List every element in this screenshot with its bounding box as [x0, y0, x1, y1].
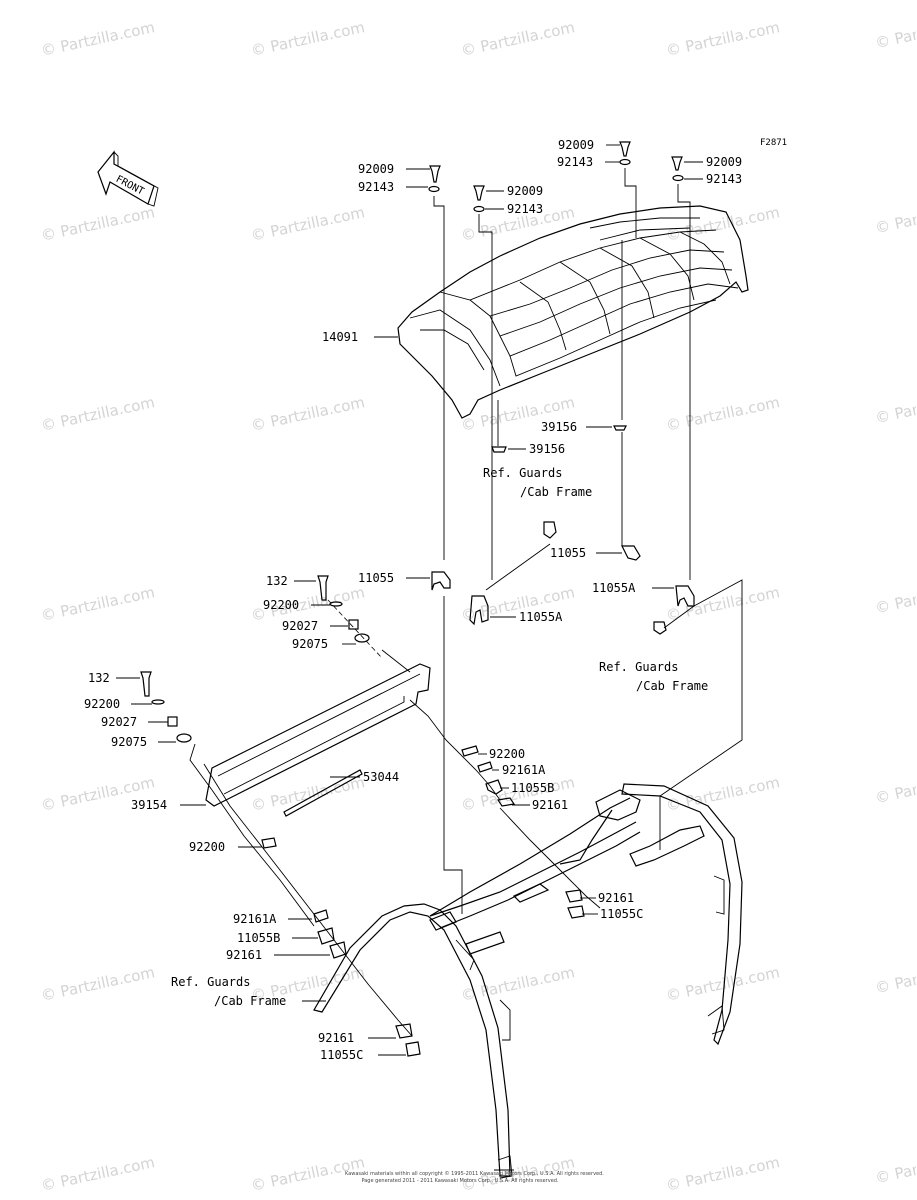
- part-label-14091: 14091: [322, 330, 359, 344]
- cab-frame: [313, 783, 743, 1179]
- part-label-92143: 92143: [507, 202, 544, 216]
- part-label-92161A: 92161A: [502, 763, 546, 777]
- part-label-92200: 92200: [489, 747, 526, 761]
- cab-frame-label: /Cab Frame: [214, 994, 287, 1008]
- ref-guards-label: Ref. Guards: [599, 660, 679, 674]
- part-label-92200: 92200: [84, 697, 121, 711]
- part-label-11055: 11055: [358, 571, 395, 585]
- part-label-92009: 92009: [558, 138, 595, 152]
- front-arrow-icon: [97, 150, 159, 207]
- part-label-39156: 39156: [529, 442, 566, 456]
- part-label-92161: 92161: [318, 1031, 355, 1045]
- hardware-top: [428, 141, 684, 635]
- copyright-footer-line2: Page generated 2011 - 2011 Kawasaki Moto…: [361, 1178, 559, 1184]
- part-label-11055A: 11055A: [592, 581, 636, 595]
- part-label-92009: 92009: [358, 162, 395, 176]
- cab-frame-label: /Cab Frame: [636, 679, 709, 693]
- cab-frame-label: /Cab Frame: [520, 485, 593, 499]
- part-label-92009: 92009: [507, 184, 544, 198]
- part-label-92143: 92143: [706, 172, 743, 186]
- part-label-92075: 92075: [111, 735, 148, 749]
- part-label-53044: 53044: [363, 770, 400, 784]
- part-label-92027: 92027: [101, 715, 138, 729]
- part-label-11055A: 11055A: [519, 610, 563, 624]
- part-label-92161: 92161: [532, 798, 569, 812]
- part-label-39156: 39156: [541, 420, 578, 434]
- brackets-upper: [431, 571, 695, 626]
- part-label-132: 132: [88, 671, 110, 685]
- part-label-11055B: 11055B: [237, 931, 281, 945]
- part-label-132: 132: [266, 574, 288, 588]
- part-label-92009: 92009: [706, 155, 743, 169]
- part-label-92161: 92161: [598, 891, 635, 905]
- part-label-11055B: 11055B: [511, 781, 555, 795]
- part-label-92161A: 92161A: [233, 912, 277, 926]
- ref-guards-label: Ref. Guards: [483, 466, 563, 480]
- copyright-footer: Kawasaki materials within all copyright …: [345, 1171, 604, 1177]
- roof-14091: [397, 205, 749, 419]
- part-label-92200: 92200: [263, 598, 300, 612]
- hardware-left: [140, 575, 370, 743]
- part-label-11055: 11055: [550, 546, 587, 560]
- part-label-92200: 92200: [189, 840, 226, 854]
- assembly-lines-top: [433, 168, 743, 914]
- assembly-lines-lower: [189, 599, 601, 1037]
- part-label-39154: 39154: [131, 798, 168, 812]
- label-leaders: [116, 144, 703, 1056]
- part-label-92143: 92143: [358, 180, 395, 194]
- part-label-92161: 92161: [226, 948, 263, 962]
- part-label-92075: 92075: [292, 637, 329, 651]
- part-label-11055C: 11055C: [600, 907, 644, 921]
- diagram-code: F2871: [760, 138, 788, 148]
- clips-lower: [261, 745, 585, 1057]
- part-label-92143: 92143: [557, 155, 594, 169]
- part-label-11055C: 11055C: [320, 1048, 364, 1062]
- crossbar-39154: [205, 663, 431, 817]
- ref-guards-label: Ref. Guards: [171, 975, 251, 989]
- part-label-92027: 92027: [282, 619, 319, 633]
